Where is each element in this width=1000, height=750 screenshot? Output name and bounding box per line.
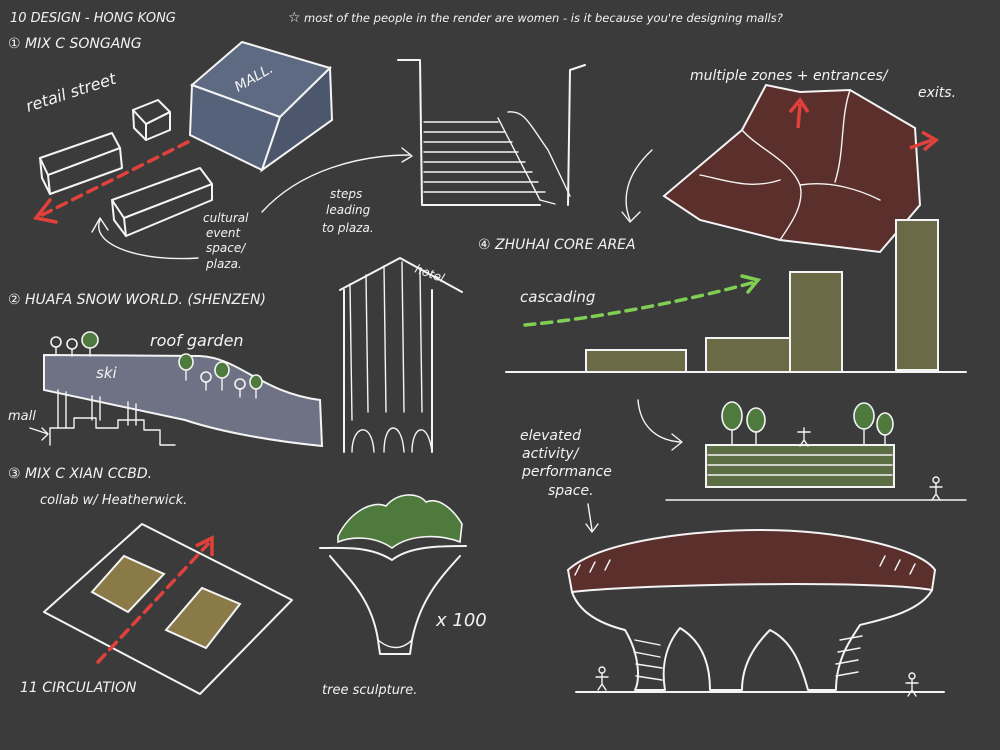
elevated-label-2: activity/ — [522, 446, 580, 462]
ski-label: ski — [96, 364, 118, 382]
steps-label: steps — [330, 187, 362, 201]
elevated-pointer — [586, 504, 598, 532]
zones-label: multiple zones + entrances/ — [690, 68, 889, 84]
steps-label-2: leading — [326, 203, 371, 217]
cultural-label-4: plaza. — [205, 257, 242, 271]
section-4-title: ④ ZHUHAI CORE AREA — [478, 237, 636, 253]
tree-sculpture-label: tree sculpture. — [322, 683, 417, 698]
multiplier-label: x 100 — [435, 610, 487, 631]
person-figure-left — [596, 674, 608, 690]
person-figure-right — [930, 484, 942, 500]
steps-section — [398, 60, 585, 205]
cultural-label-2: event — [206, 226, 241, 240]
person-figure-small — [798, 428, 810, 446]
elevated-label-4: space. — [548, 483, 594, 499]
elevated-dome — [568, 530, 944, 696]
ccbd-plan — [44, 524, 292, 694]
star-icon: ☆ — [288, 10, 301, 26]
circulation-label: 11 CIRCULATION — [20, 680, 137, 696]
zones-label-2: exits. — [918, 85, 956, 101]
elevated-label-3: performance — [521, 464, 612, 480]
collab-label: collab w/ Heatherwick. — [40, 493, 187, 508]
section-1-title: ① MIX C SONGANG — [8, 36, 142, 52]
mall-arrow — [30, 428, 48, 440]
roof-garden-label: roof garden — [150, 331, 244, 350]
mall-cube: MALL. — [190, 42, 332, 170]
elevated-label: elevated — [520, 428, 581, 444]
mall-small-label: mall — [8, 409, 36, 424]
elevated-planter — [666, 402, 966, 500]
curve-arrow-zones — [626, 150, 652, 220]
steps-label-3: to plaza. — [322, 221, 374, 235]
cascading-label: cascading — [520, 288, 595, 306]
hotel-label: hotel. — [413, 262, 450, 287]
person-figure-dome-right — [906, 680, 918, 696]
section-2-title: ② HUAFA SNOW WORLD. (SHENZEN) — [8, 292, 266, 308]
section-3-title: ③ MIX C XIAN CCBD. — [8, 466, 152, 482]
retail-blocks — [40, 100, 212, 236]
question-note: most of the people in the render are wom… — [304, 11, 783, 25]
header-title: 10 DESIGN - HONG KONG — [10, 11, 176, 26]
cultural-label: cultural — [203, 211, 249, 225]
cultural-label-3: space/ — [206, 241, 247, 255]
hotel-tower: hotel. — [340, 258, 462, 452]
retail-street-label: retail street — [23, 69, 119, 116]
